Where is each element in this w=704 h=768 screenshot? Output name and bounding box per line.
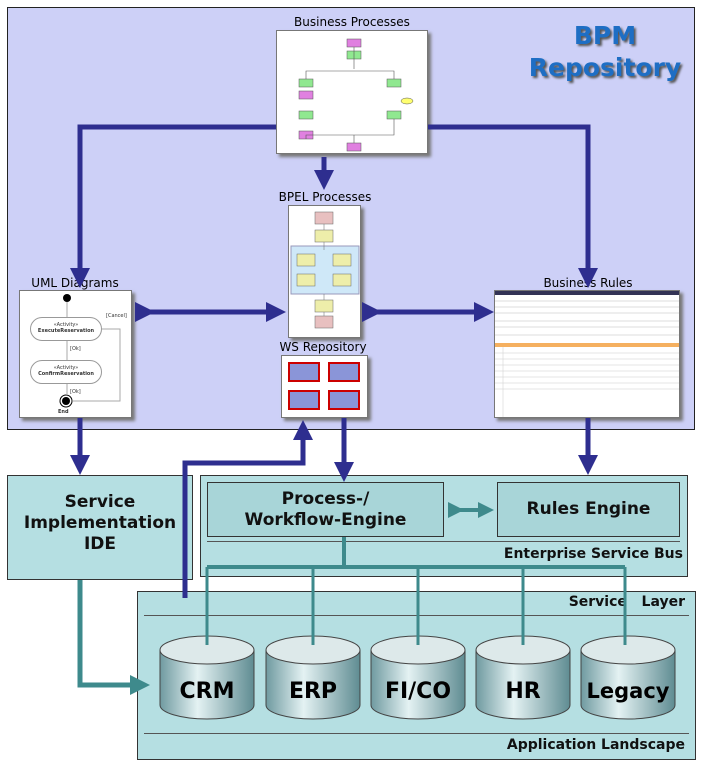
cylinder-legacy[interactable]: Legacy: [580, 567, 676, 720]
rules-engine-label: Rules Engine: [526, 499, 651, 519]
activity-name: ExecuteReservation: [37, 328, 95, 334]
layer-word: Layer: [641, 594, 685, 610]
end-node-icon: [62, 397, 70, 405]
business-processes-thumbnail[interactable]: [276, 30, 428, 154]
bpel-flow-icon: [290, 211, 360, 329]
ws-repository-label: WS Repository: [279, 340, 367, 354]
erp-label: ERP: [289, 679, 337, 704]
service-icon: [328, 390, 360, 410]
hr-label: HR: [505, 679, 540, 704]
esb-label: Enterprise Service Bus: [503, 546, 683, 562]
cylinder-fico[interactable]: FI/CO: [370, 567, 466, 720]
application-landscape-label: Application Landscape: [506, 737, 685, 753]
ok-guard: [Ok]: [70, 389, 81, 395]
title-line-1: BPM: [573, 21, 637, 50]
rules-table-icon: [495, 291, 679, 417]
ide-line-1: Service: [64, 492, 136, 512]
cylinder-crm[interactable]: CRM: [159, 567, 255, 720]
activity-stereotype: «Activity»: [53, 365, 79, 371]
bpel-processes-label: BPEL Processes: [278, 190, 372, 204]
ide-line-2: Implementation: [23, 513, 177, 533]
ws-repository-thumbnail[interactable]: [281, 355, 368, 418]
activity-stereotype: «Activity»: [53, 322, 79, 328]
end-label: End: [58, 409, 69, 415]
business-rules-thumbnail[interactable]: [494, 290, 680, 418]
rules-engine[interactable]: Rules Engine: [497, 482, 680, 537]
crm-label: CRM: [180, 679, 235, 704]
process-workflow-engine[interactable]: Process-/ Workflow-Engine: [207, 482, 444, 537]
cancel-guard: [Cancel]: [106, 313, 127, 319]
service-layer-label: Service Layer: [500, 594, 685, 610]
service-icon: [288, 390, 320, 410]
repository-arrows: [70, 124, 598, 598]
service-icon: [288, 362, 320, 382]
bpel-processes-thumbnail[interactable]: [288, 205, 361, 338]
process-flow-icon: [298, 38, 414, 152]
engine-line-2: Workflow-Engine: [244, 510, 407, 530]
esb-connectors: [77, 502, 625, 695]
service-icon: [328, 362, 360, 382]
service-implementation-ide[interactable]: Service Implementation IDE: [7, 475, 193, 580]
fico-label: FI/CO: [385, 679, 451, 704]
cylinder-erp[interactable]: ERP: [265, 567, 361, 720]
title-line-2: Repository: [528, 53, 682, 82]
start-node-icon: [63, 294, 71, 302]
service-layer-word: Service: [568, 594, 627, 610]
uml-diagrams-thumbnail[interactable]: «Activity»ExecuteReservation «Activity»C…: [19, 290, 132, 418]
business-processes-label: Business Processes: [294, 15, 410, 29]
repository-title: BPM Repository: [520, 20, 690, 84]
legacy-label: Legacy: [587, 679, 670, 703]
activity-name: ConfirmReservation: [38, 371, 94, 377]
ok-guard: [Ok]: [70, 346, 81, 352]
cylinder-hr[interactable]: HR: [475, 567, 571, 720]
engine-line-1: Process-/: [281, 489, 370, 509]
ide-line-3: IDE: [83, 534, 117, 554]
